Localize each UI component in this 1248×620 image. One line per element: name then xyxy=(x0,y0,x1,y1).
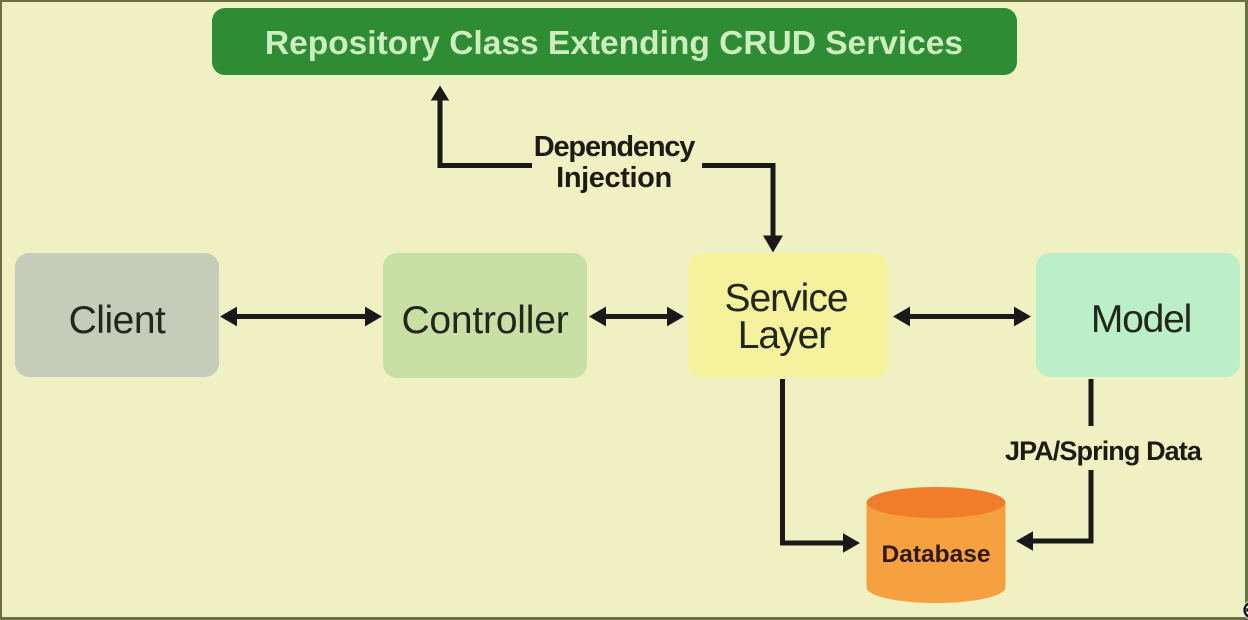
svg-text:Dependency: Dependency xyxy=(534,131,696,163)
svg-text:Repository Class Extending CRU: Repository Class Extending CRUD Services xyxy=(265,25,963,62)
svg-text:Injection: Injection xyxy=(556,162,672,194)
svg-text:Database: Database xyxy=(882,541,991,568)
svg-text:Layer: Layer xyxy=(738,314,832,357)
svg-text:Model: Model xyxy=(1091,298,1191,341)
svg-text:Service: Service xyxy=(724,277,847,320)
svg-text:Client: Client xyxy=(69,299,166,342)
svg-text:JPA/Spring Data: JPA/Spring Data xyxy=(1005,436,1203,466)
svg-text:Controller: Controller xyxy=(401,299,568,342)
